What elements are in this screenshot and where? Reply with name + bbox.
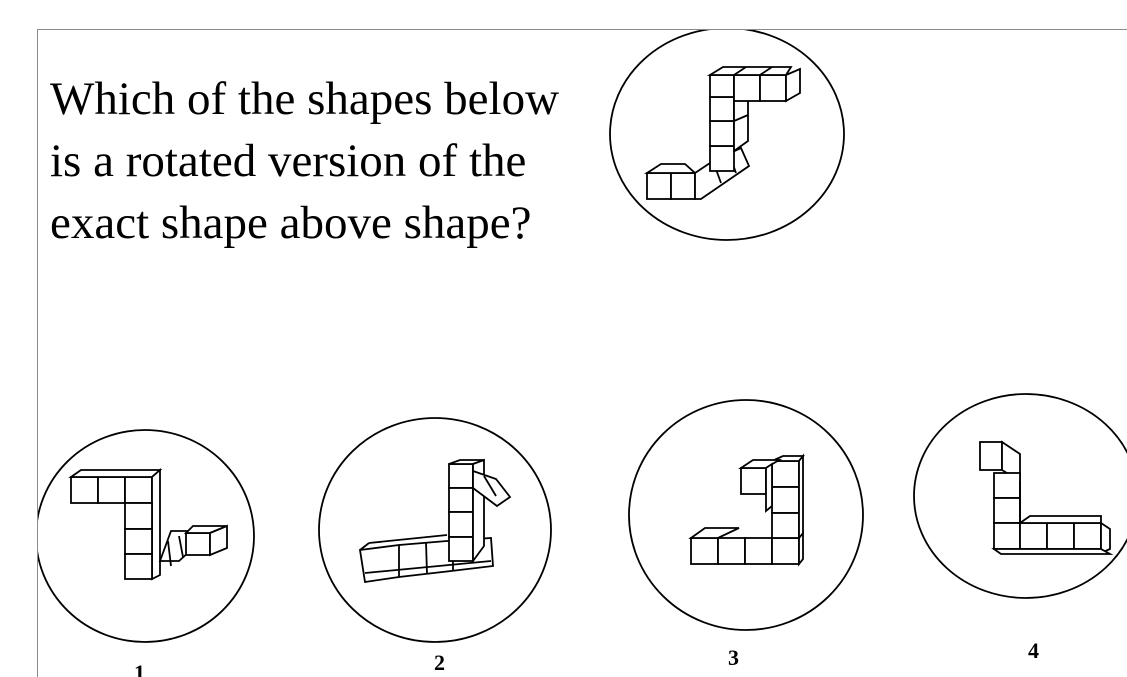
puzzle-panel: Which of the shapes below is a rotated v… bbox=[37, 29, 1127, 677]
question-text: Which of the shapes below is a rotated v… bbox=[50, 68, 610, 254]
option-3-label[interactable]: 3 bbox=[728, 645, 739, 670]
option-3-shape[interactable] bbox=[628, 399, 864, 631]
shapes-artwork bbox=[37, 30, 1127, 643]
option-2-shape[interactable] bbox=[318, 417, 552, 643]
reference-shape bbox=[609, 30, 845, 241]
question-line: is a rotated version of the bbox=[50, 135, 527, 187]
option-1-label[interactable]: 1 bbox=[134, 660, 145, 677]
option-2-label[interactable]: 2 bbox=[434, 650, 445, 675]
option-1-shape[interactable] bbox=[37, 429, 255, 643]
question-line: exact shape above shape? bbox=[50, 197, 532, 249]
reference-cubes-icon bbox=[643, 66, 801, 200]
question-line: Which of the shapes below bbox=[50, 73, 560, 125]
option-4-shape[interactable] bbox=[913, 393, 1127, 599]
option-4-label[interactable]: 4 bbox=[1028, 638, 1039, 663]
